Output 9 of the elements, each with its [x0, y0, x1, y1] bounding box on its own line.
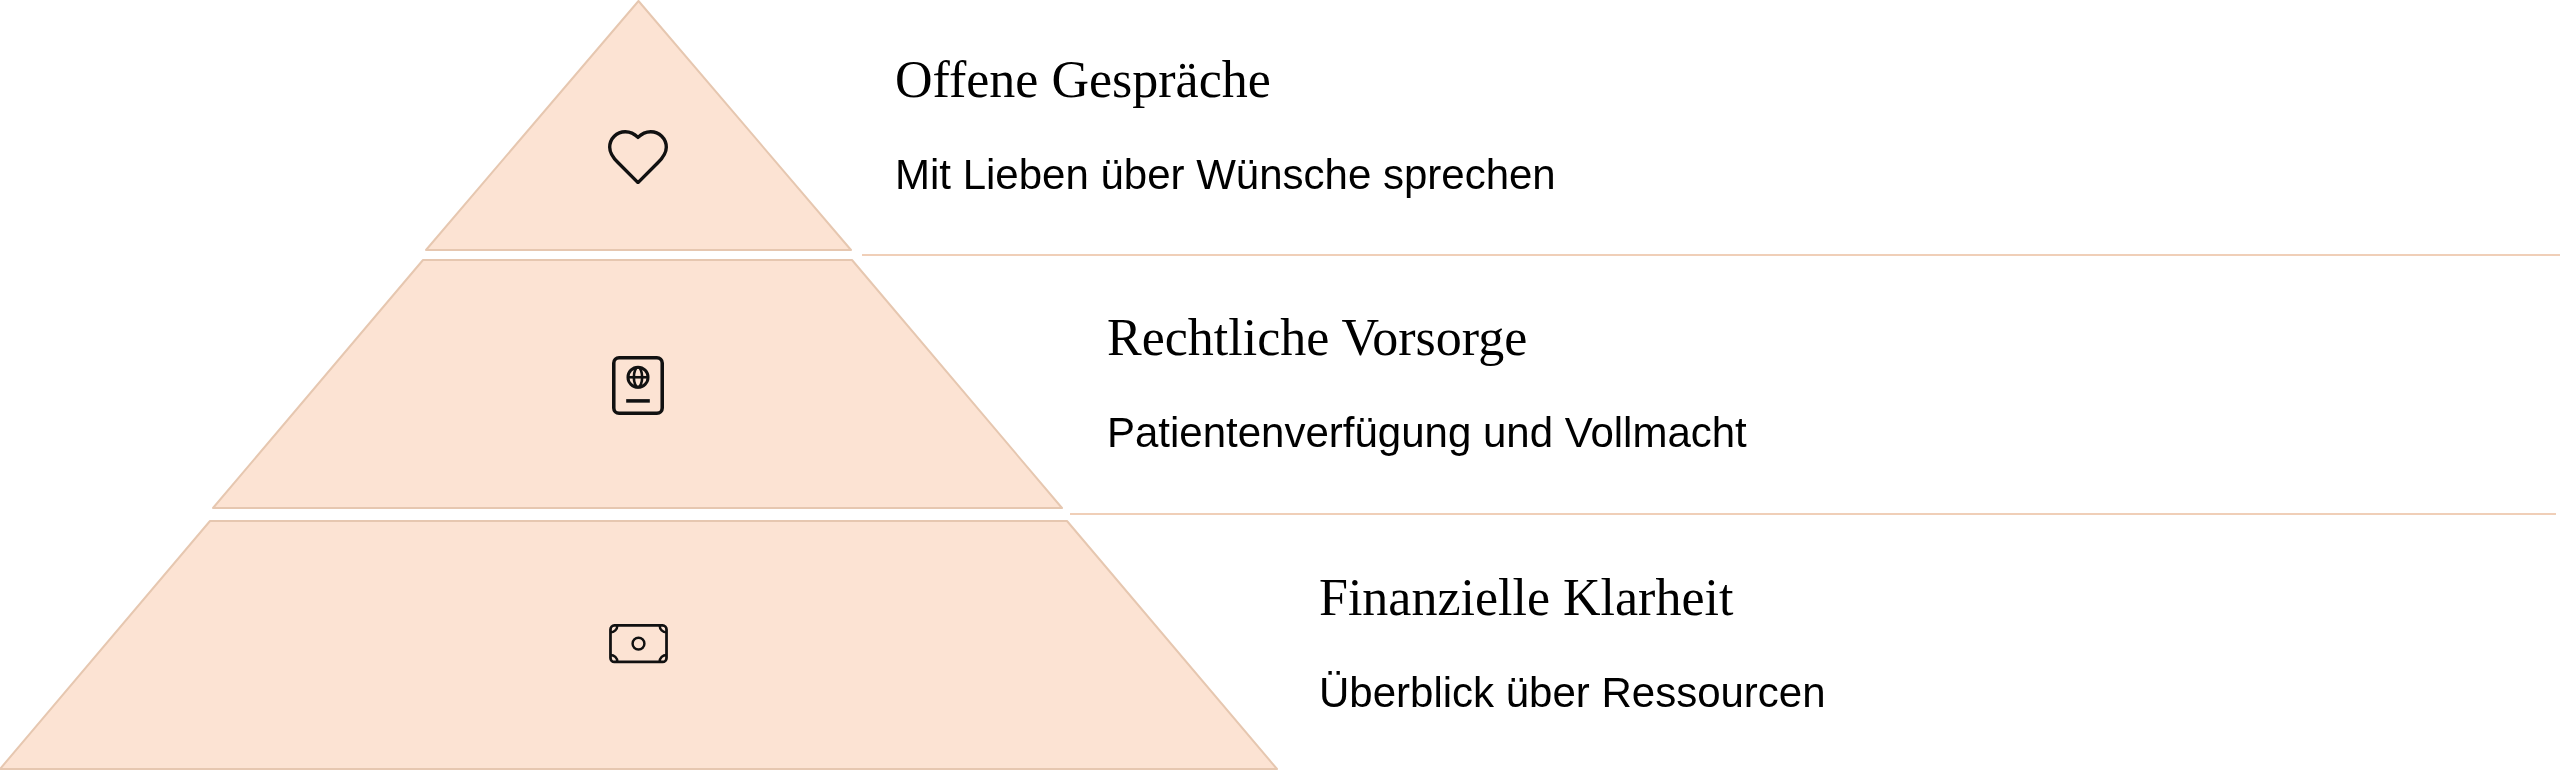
pyramid-tier	[211, 258, 1064, 510]
tier-description: Patientenverfügung und Vollmacht	[1107, 409, 1747, 458]
tier-description: Überblick über Ressourcen	[1319, 669, 1826, 718]
tier-description: Mit Lieben über Wünsche sprechen	[895, 151, 1556, 200]
pyramid-tier	[424, 0, 853, 252]
pyramid-tier	[0, 519, 1279, 771]
tier-heading: Offene Gespräche	[895, 50, 1271, 110]
tier-heading: Finanzielle Klarheit	[1319, 568, 1734, 628]
tier-heading: Rechtliche Vorsorge	[1107, 308, 1528, 368]
